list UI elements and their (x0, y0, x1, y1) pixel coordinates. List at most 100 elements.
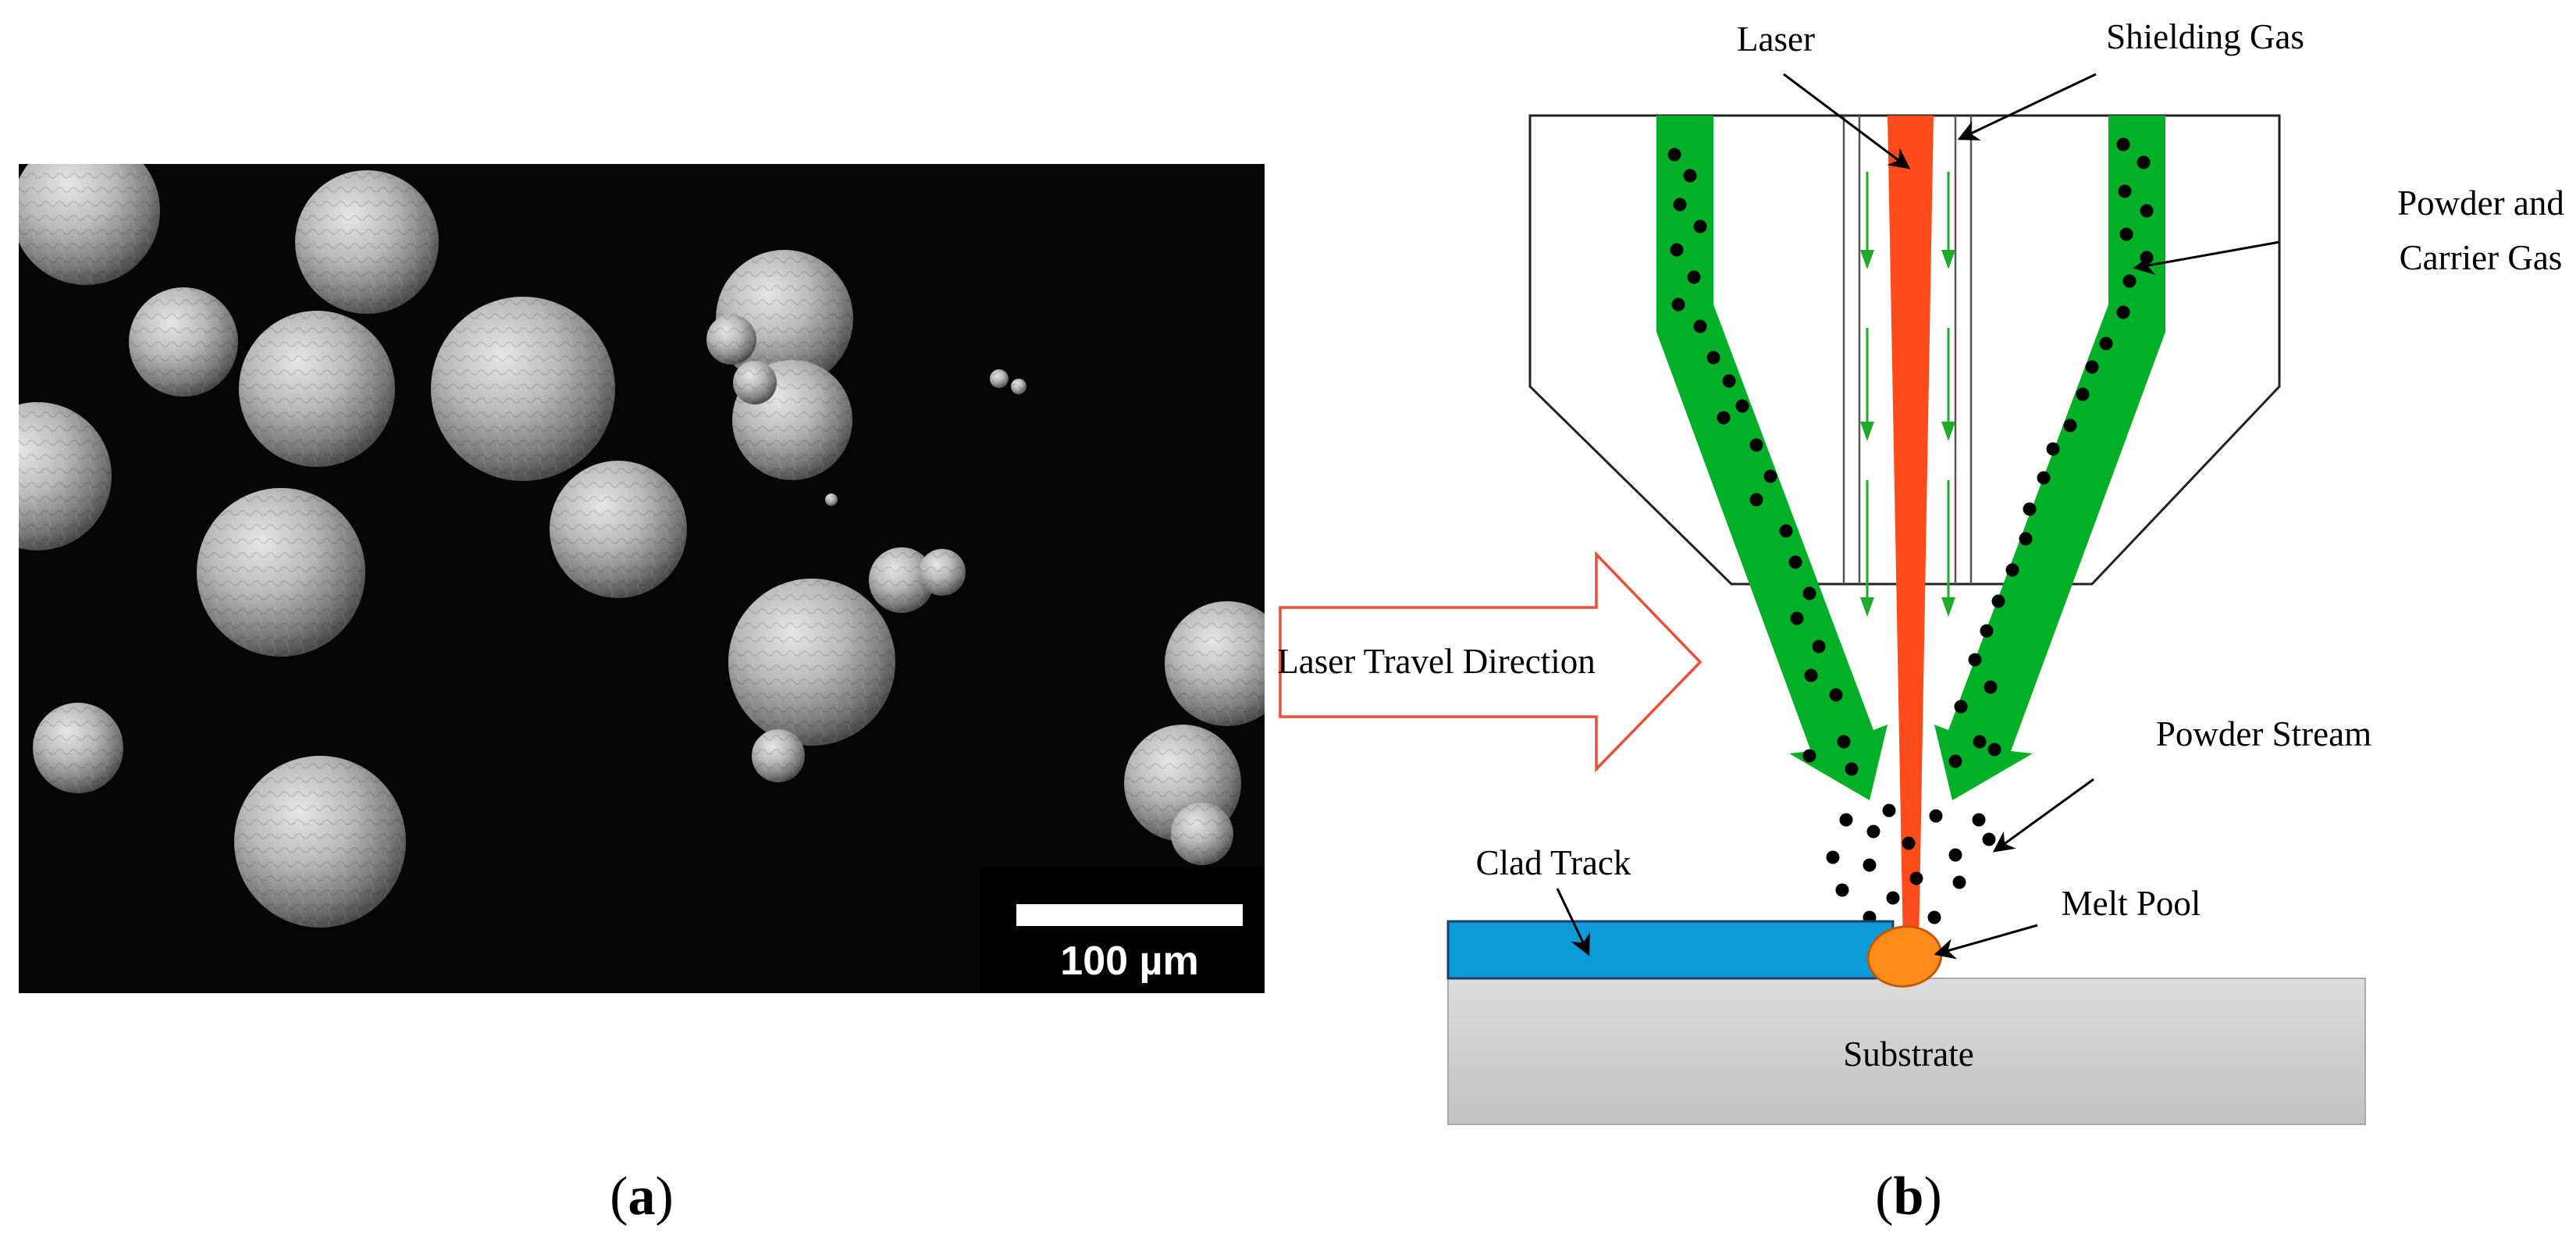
powder-dot (1973, 735, 1987, 749)
powder-dot (1839, 813, 1853, 827)
leader-lines (1556, 73, 2280, 960)
panel-b-caption: (b) (1875, 1167, 1942, 1227)
laser-travel-direction-arrow (1279, 550, 1703, 773)
sem-micrograph-panel: 100 µm (19, 164, 1265, 993)
powder-dot (2137, 155, 2151, 169)
powder-dot (1845, 762, 1859, 776)
clad-track (1446, 920, 1895, 980)
powder-dot (1779, 524, 1793, 538)
powder-dot (1749, 438, 1763, 452)
powder-particle-texture (1011, 379, 1026, 394)
powder-dot (1927, 910, 1941, 924)
shielding-gas-flow-arrows (1860, 172, 1955, 617)
powder-particle-texture (234, 756, 406, 928)
powder-dot (1991, 594, 2005, 608)
schematic-labels: Laser Shielding Gas Powder and Carrier G… (1277, 17, 2564, 1074)
powder-dot (2099, 337, 2113, 351)
powder-dot (2140, 204, 2154, 218)
powder-dot (1812, 639, 1826, 654)
powder-dot (2005, 563, 2019, 577)
powder-particle-texture (550, 461, 687, 598)
powder-dot (2119, 227, 2133, 241)
powder-dot (1790, 611, 1804, 625)
powder-particles-dots (1667, 137, 2154, 924)
powder-dot (1804, 668, 1818, 682)
label-powder-carrier-line2: Carrier Gas (2400, 238, 2563, 277)
powder-dot (2023, 502, 2037, 516)
powder-dot (1735, 399, 1749, 413)
powder-particle-texture (869, 547, 934, 613)
powder-dot (1826, 850, 1840, 864)
powder-particle-texture (129, 287, 238, 397)
powder-dot (1687, 270, 1701, 284)
powder-particle-texture (728, 579, 895, 746)
scale-bar: 100 µm (980, 867, 1265, 993)
powder-dot (2085, 360, 2099, 374)
powder-particle-texture (990, 369, 1009, 388)
powder-dot (1886, 891, 1900, 905)
shielding-gas-channel (1842, 116, 1973, 584)
powder-dot (2046, 442, 2060, 456)
powder-dot (1929, 809, 1943, 823)
powder-dot (1706, 351, 1720, 365)
scale-bar-label: 100 µm (1060, 939, 1198, 984)
powder-dot (1972, 813, 1986, 827)
powder-dot (2118, 184, 2132, 198)
powder-dot (1802, 586, 1816, 600)
powder-dot (1866, 825, 1880, 839)
powder-dot (1717, 411, 1731, 425)
powder-dot (1693, 319, 1707, 333)
powder-particle-texture (919, 549, 966, 596)
laser-beam (1888, 116, 1934, 949)
powder-dot (1987, 743, 2001, 757)
powder-dot (1984, 680, 1998, 694)
powder-particle-texture (752, 729, 805, 782)
label-shielding-gas: Shielding Gas (2106, 17, 2304, 56)
label-laser-travel-direction: Laser Travel Direction (1277, 642, 1595, 681)
label-melt-pool: Melt Pool (2062, 884, 2201, 923)
powder-particles (19, 164, 1265, 928)
powder-particle-texture (239, 311, 395, 467)
powder-dot (1882, 803, 1896, 817)
powder-dot (2140, 251, 2154, 265)
panel-a-caption: (a) (610, 1167, 674, 1227)
powder-particle-texture (733, 361, 777, 404)
powder-dot (1788, 555, 1802, 569)
powder-stream-left (1656, 116, 1888, 800)
powder-dot (1952, 875, 1966, 889)
powder-particle-texture (33, 703, 123, 793)
powder-particle-texture (19, 164, 160, 285)
powder-dot (1948, 848, 1962, 862)
powder-dot (2116, 305, 2130, 319)
powder-particle-texture (431, 297, 615, 481)
powder-dot (1802, 749, 1816, 763)
powder-dot (1683, 169, 1697, 183)
powder-dot (1948, 754, 1962, 768)
powder-dot (1863, 858, 1877, 872)
powder-dot (1763, 469, 1777, 483)
powder-particle-texture (295, 170, 439, 314)
label-powder-carrier-line1: Powder and (2397, 183, 2564, 223)
powder-particle-texture (1165, 601, 1265, 726)
powder-dot (1980, 624, 1994, 638)
powder-dot (1954, 700, 1968, 714)
powder-dot (1667, 148, 1681, 162)
scale-bar-line (1016, 904, 1243, 926)
powder-dot (2019, 532, 2033, 546)
powder-dot (1749, 493, 1763, 507)
powder-dot (2037, 471, 2051, 485)
powder-dot (2116, 137, 2130, 151)
powder-particle-texture (1171, 803, 1233, 865)
powder-particle-texture (706, 315, 756, 365)
powder-particle-texture (197, 488, 365, 657)
dlc-schematic-panel: Laser Shielding Gas Powder and Carrier G… (1277, 17, 2564, 1125)
powder-dot (1673, 198, 1687, 212)
powder-dot (1693, 219, 1707, 233)
powder-particle-texture (825, 493, 838, 506)
powder-dot (1829, 688, 1843, 702)
label-substrate: Substrate (1843, 1035, 1973, 1074)
powder-dot (1837, 735, 1851, 749)
powder-dot (1902, 836, 1916, 850)
powder-dot (1670, 243, 1684, 257)
